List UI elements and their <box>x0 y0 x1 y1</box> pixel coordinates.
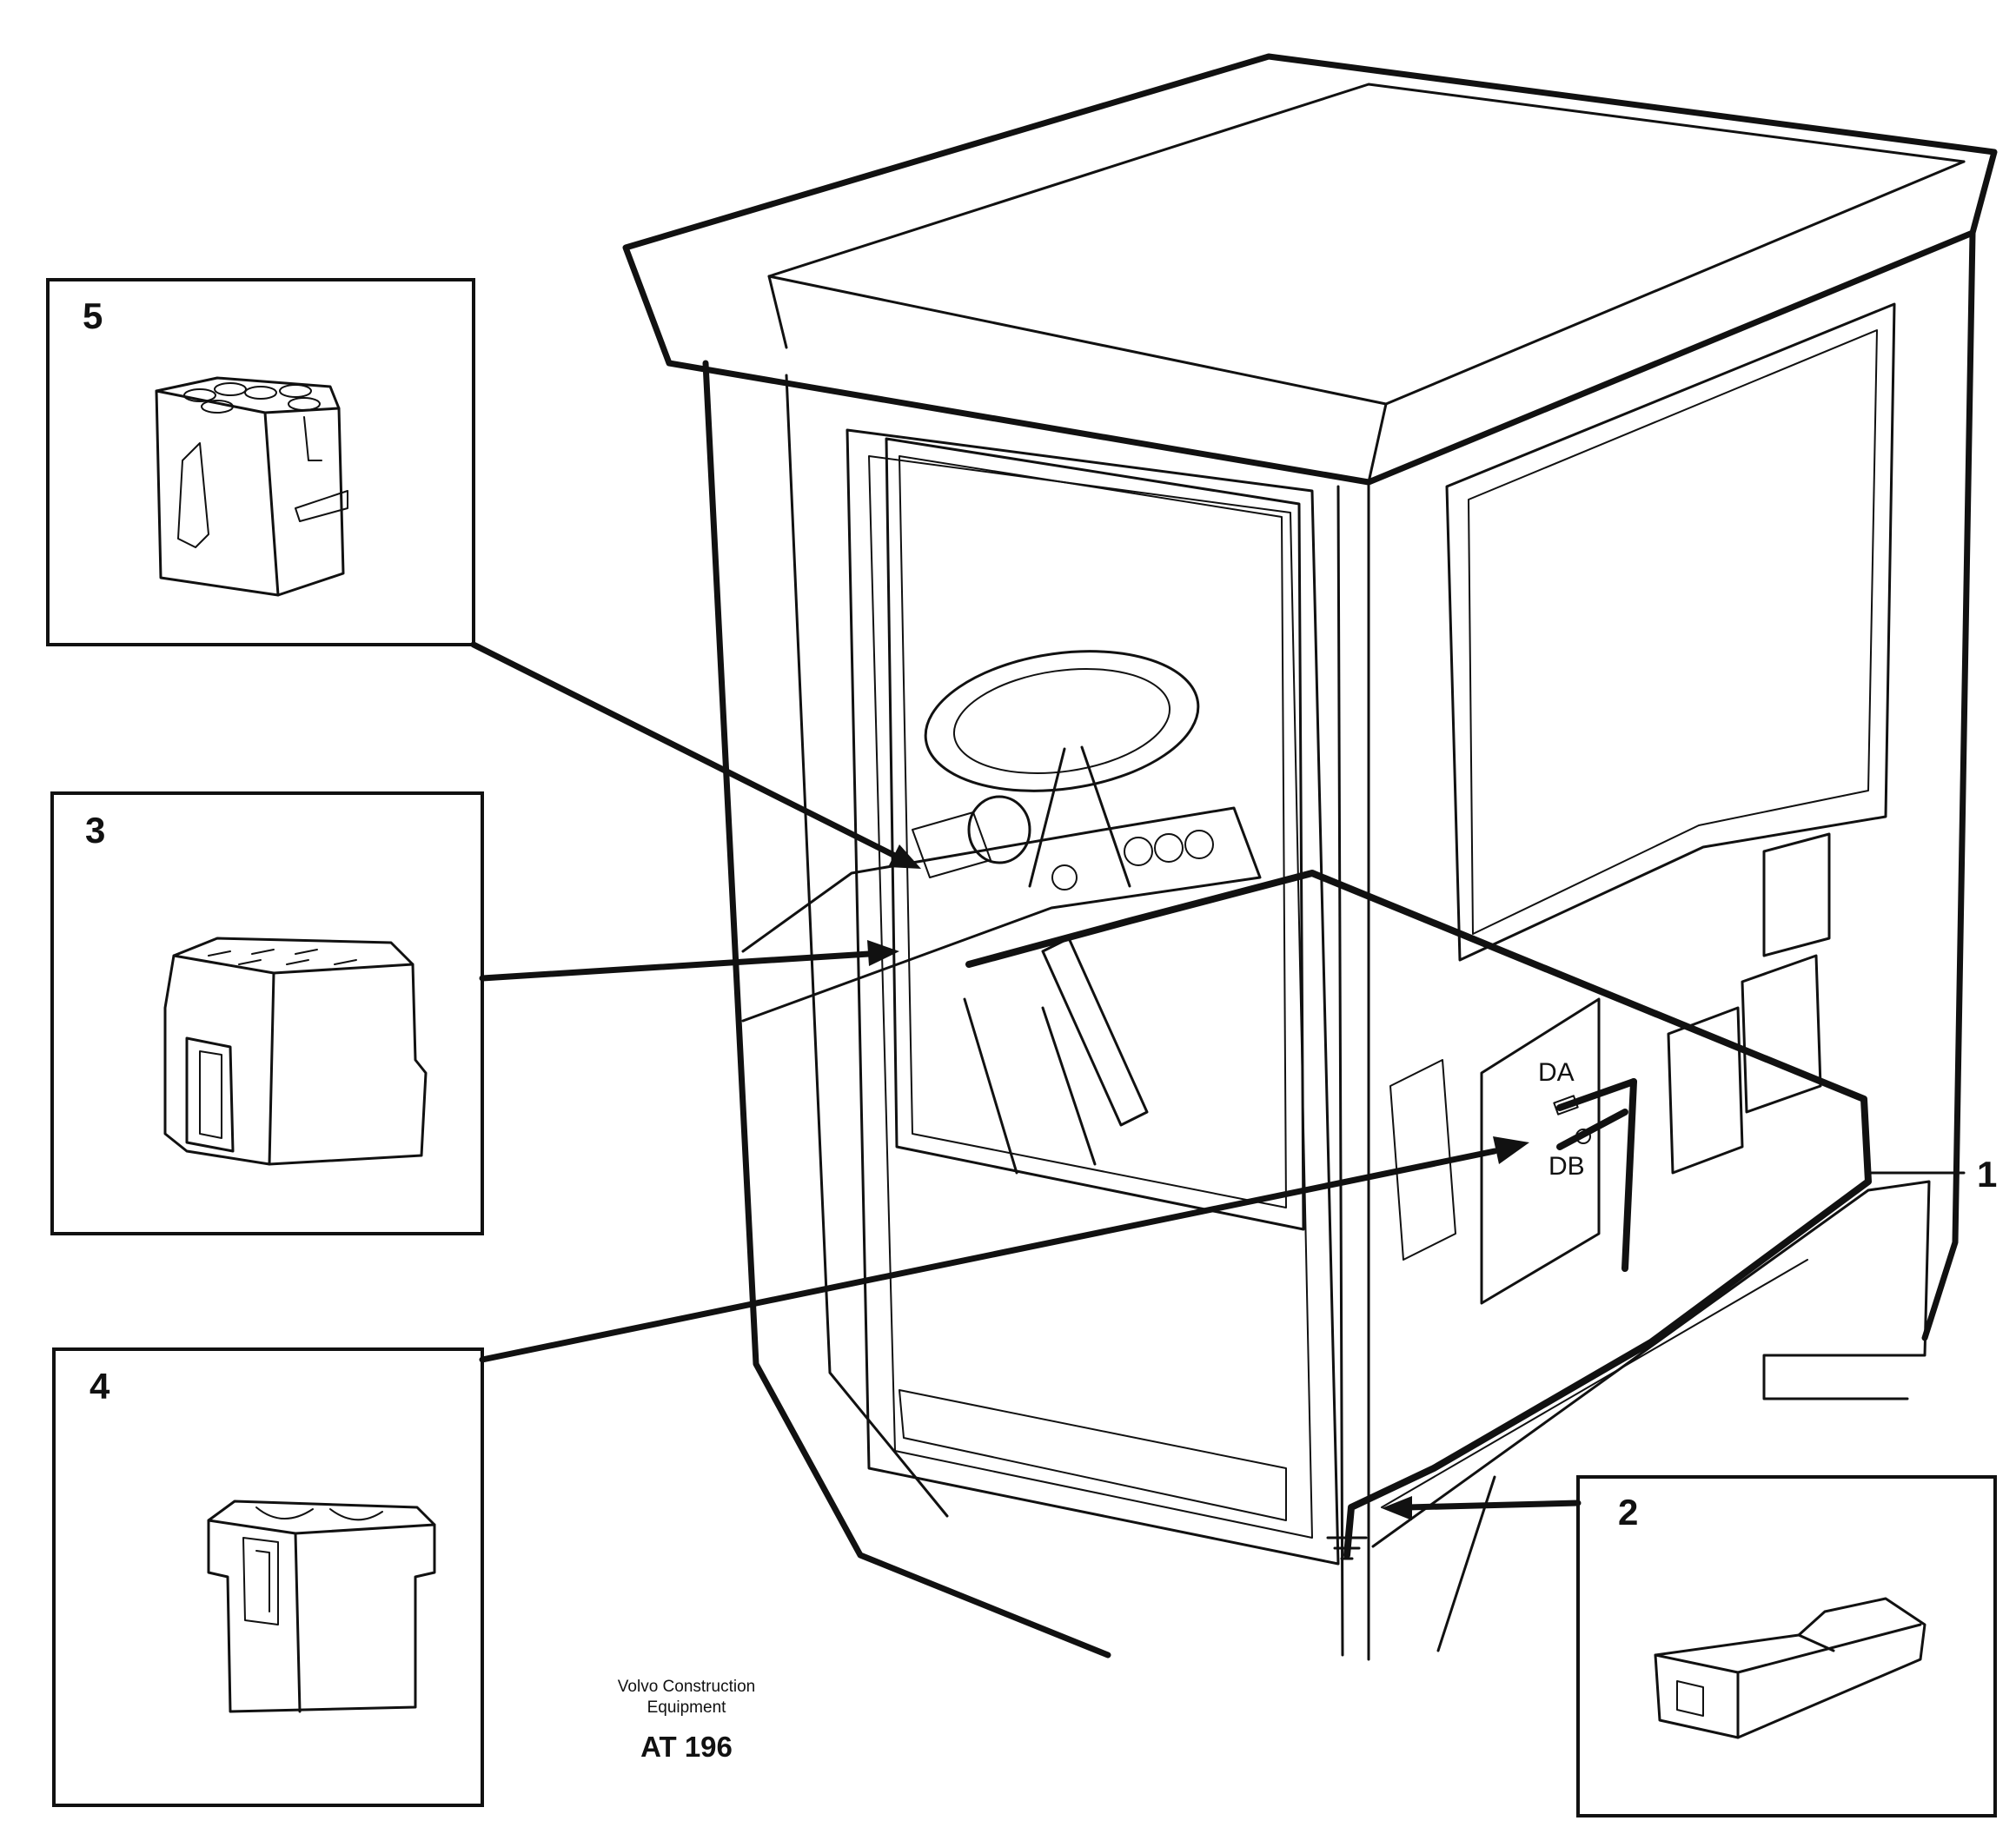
leader-lines <box>470 641 1966 1520</box>
connector-da-marker <box>1553 1095 1579 1116</box>
connector-5-illustration <box>155 376 348 597</box>
callout-3-number: 3 <box>85 810 105 851</box>
ground-icon <box>1326 1536 1368 1560</box>
caption-figure-code: AT 196 <box>640 1731 733 1763</box>
detail-box-4: 4 <box>52 1347 484 1807</box>
connector-db-label: DB <box>1548 1152 1585 1181</box>
detail-box-2: 2 <box>1576 1475 1997 1817</box>
detail-box-3: 3 <box>50 791 484 1235</box>
connector-3-illustration <box>163 937 428 1166</box>
connector-4-illustration <box>207 1500 436 1713</box>
callout-1-number: 1 <box>1977 1154 1997 1195</box>
caption-brand-line2: Equipment <box>647 1698 726 1717</box>
connector-da-label: DA <box>1538 1058 1575 1087</box>
callout-5-number: 5 <box>83 295 103 336</box>
wiring-harness <box>965 870 1872 1559</box>
diagram-caption: Volvo Construction Equipment AT 196 <box>556 1677 817 1764</box>
caption-brand-line1: Volvo Construction <box>617 1678 756 1696</box>
connector-2-illustration <box>1654 1597 1926 1739</box>
cab-illustration <box>622 53 1998 1661</box>
connector-db-marker <box>1575 1129 1591 1144</box>
callout-4-number: 4 <box>90 1366 110 1407</box>
detail-box-5: 5 <box>46 278 475 646</box>
callout-2-number: 2 <box>1618 1492 1638 1533</box>
